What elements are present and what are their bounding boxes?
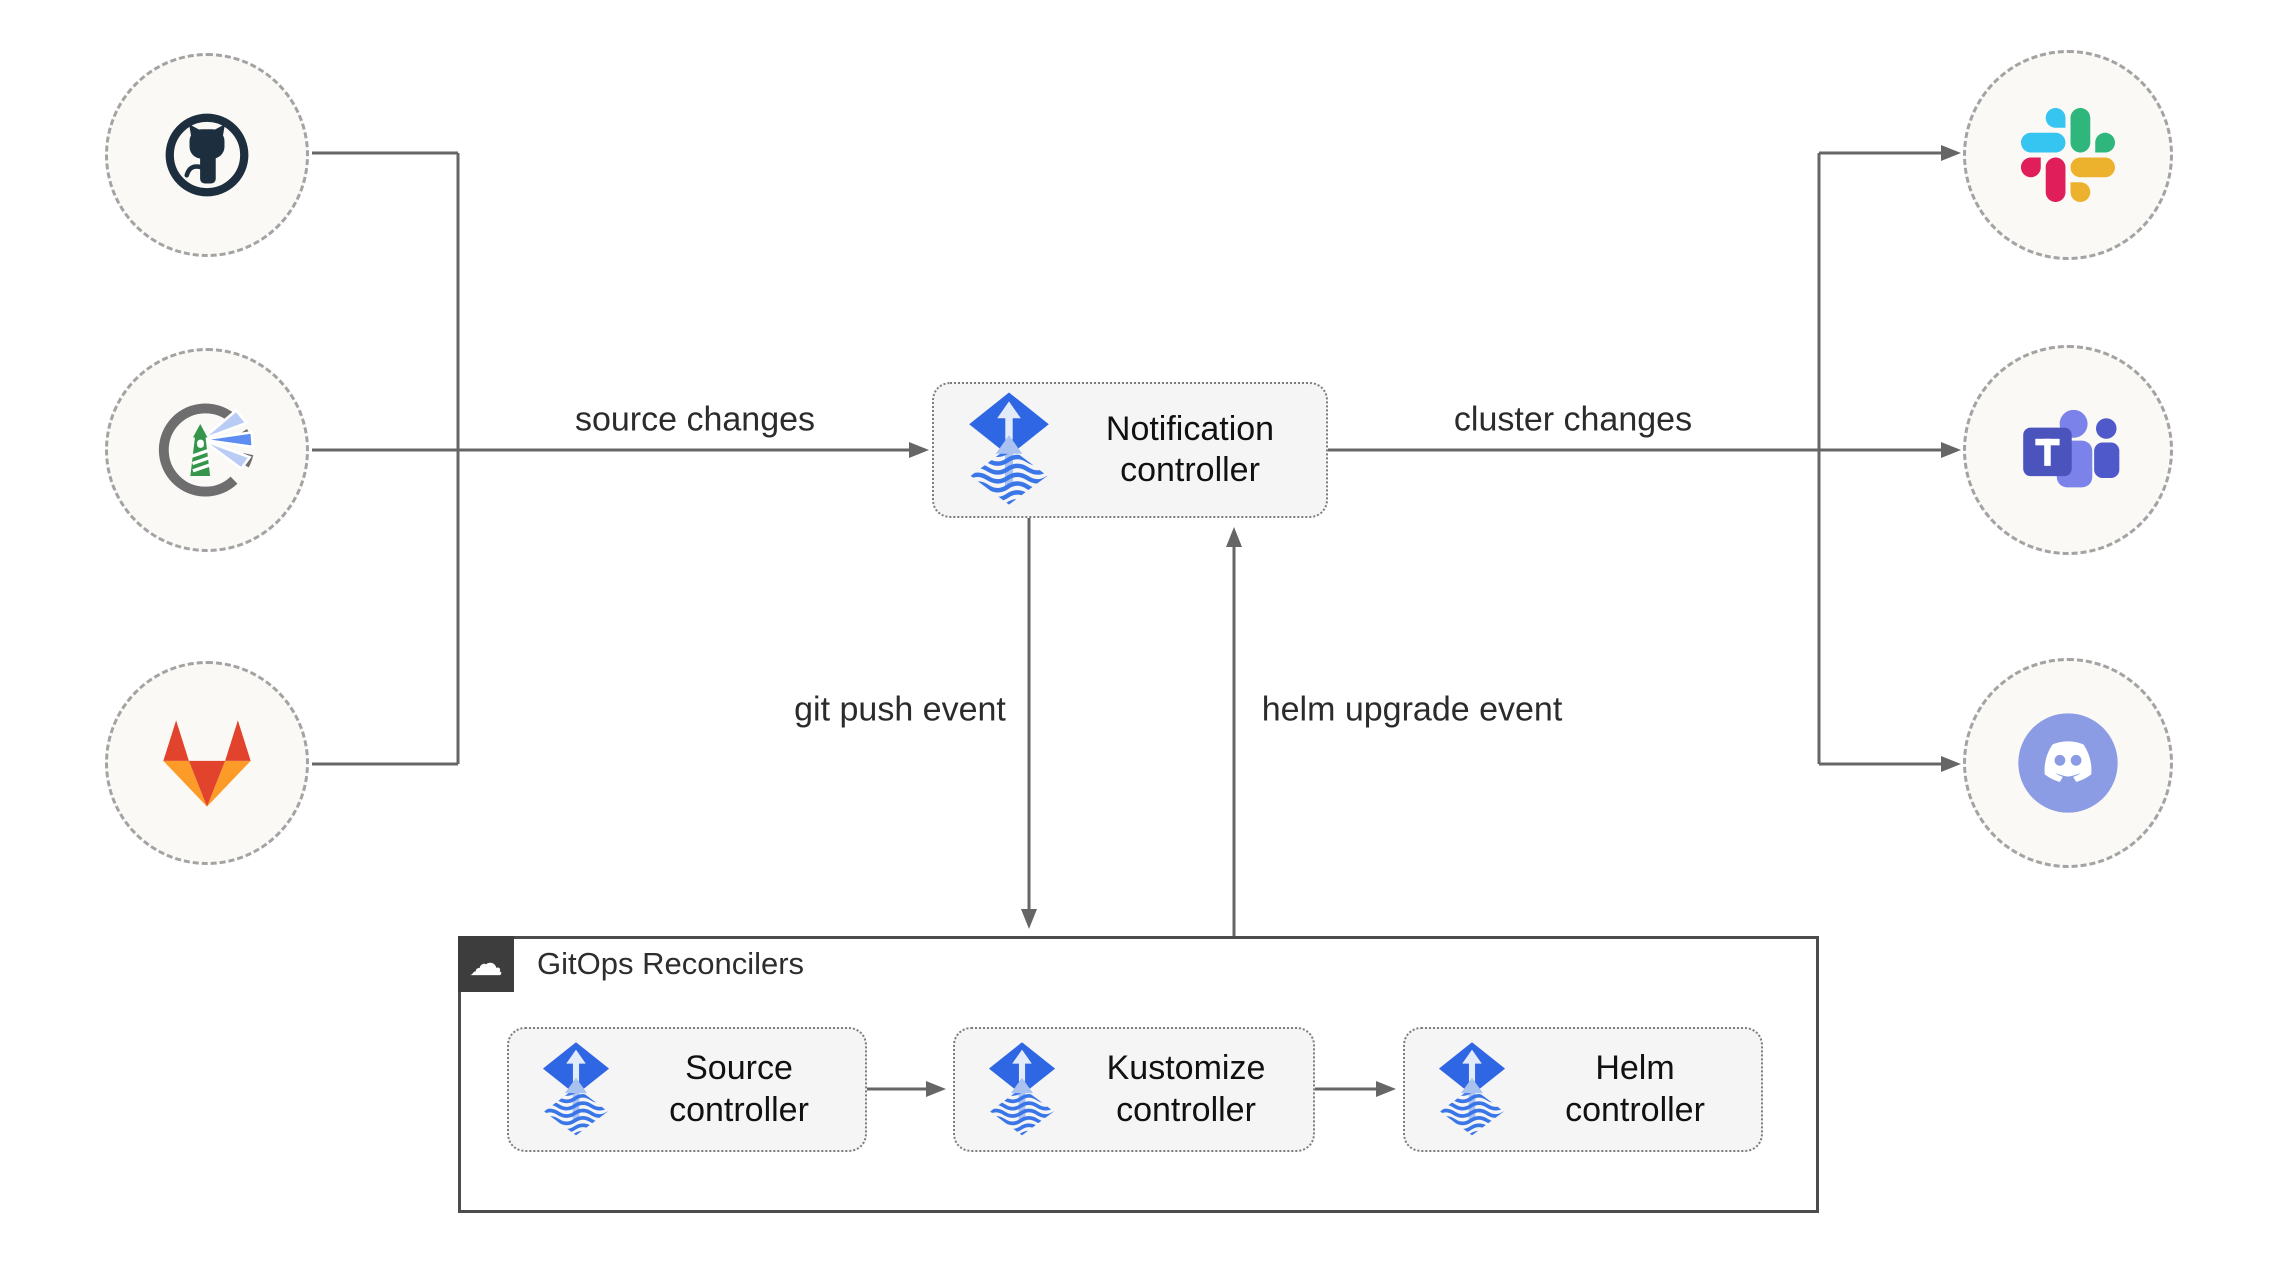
notification-controller-node: Notification controller [932,382,1328,518]
flux-icon [964,391,1054,509]
harbor-icon [158,403,255,497]
edge-label-helm-upgrade-event: helm upgrade event [1261,690,1563,729]
microsoft-teams-icon [2023,409,2120,488]
flux-icon [539,1041,613,1139]
source-controller-node: Source controller [507,1027,867,1152]
gitops-reconcilers-title: GitOps Reconcilers [537,946,805,981]
target-node-slack [1963,50,2173,260]
gitops-reconcilers-badge: ☁ [458,936,514,992]
notification-controller-label: Notification controller [1105,409,1275,489]
kustomize-controller-label: Kustomize controller [1106,1049,1266,1129]
source-node-github [105,53,309,257]
source-node-gitlab [105,661,309,865]
helm-controller-node: Helm controller [1403,1027,1763,1152]
source-node-harbor [105,348,309,552]
gitlab-icon [163,720,251,807]
target-node-discord [1963,658,2173,868]
source-controller-label: Source controller [669,1049,809,1129]
kustomize-controller-node: Kustomize controller [953,1027,1315,1152]
cloud-icon: ☁ [469,945,503,983]
flux-icon [985,1041,1059,1139]
github-icon [165,113,249,197]
discord-icon [2018,713,2118,813]
gitops-reconcilers-container [458,936,1819,1213]
edge-label-cluster-changes: cluster changes [1453,400,1693,439]
target-node-teams [1963,345,2173,555]
flux-icon [1435,1041,1509,1139]
helm-controller-label: Helm controller [1565,1049,1705,1129]
edge-label-git-push-event: git push event [794,690,1006,729]
edge-label-source-changes: source changes [574,400,816,439]
slack-icon [2021,108,2115,202]
